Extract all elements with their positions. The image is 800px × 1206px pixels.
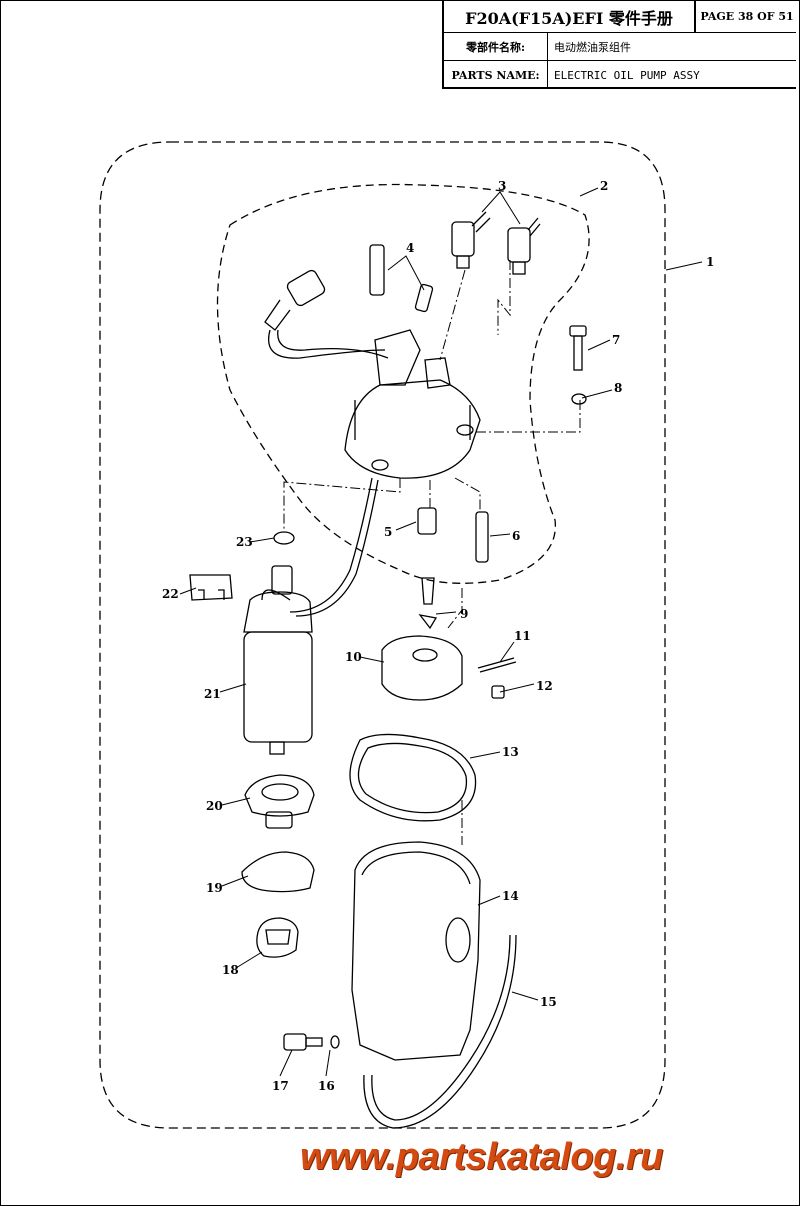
callout-2: 2 xyxy=(600,179,608,193)
subassembly-boundary-2 xyxy=(216,183,590,584)
callout-4: 4 xyxy=(406,241,414,255)
assembly-boundary-1 xyxy=(99,141,666,1129)
pump-head-2 xyxy=(344,329,481,479)
callout-numbers: 1 2 3 4 5 6 7 8 9 10 11 12 13 14 15 16 1… xyxy=(162,179,714,1093)
clip-22 xyxy=(189,574,233,601)
assembly-guide-lines xyxy=(283,260,581,845)
o-ring-16 xyxy=(330,1035,340,1049)
callout-18: 18 xyxy=(222,963,239,977)
pin-4b xyxy=(414,283,434,313)
callout-8: 8 xyxy=(614,381,622,395)
callout-5: 5 xyxy=(384,525,392,539)
callout-12: 12 xyxy=(536,679,553,693)
callout-1: 1 xyxy=(706,255,714,269)
callout-16: 16 xyxy=(318,1079,335,1093)
bushing-5 xyxy=(417,507,437,535)
title-row: F20A(F15A)EFI 零件手册 PAGE 38 OF 51 xyxy=(444,1,796,33)
callout-20: 20 xyxy=(206,799,223,813)
plate-19 xyxy=(241,851,315,893)
callout-leaders xyxy=(179,187,703,1077)
title-block: F20A(F15A)EFI 零件手册 PAGE 38 OF 51 零部件名称: … xyxy=(442,1,796,89)
o-ring-23 xyxy=(273,531,295,545)
callout-7: 7 xyxy=(612,333,620,347)
callout-17: 17 xyxy=(272,1079,289,1093)
hose-15 xyxy=(363,934,517,1129)
wire-harness-connector xyxy=(264,269,389,359)
watermark-url: www.partskatalog.ru xyxy=(300,1136,663,1178)
nut-12 xyxy=(491,685,505,699)
washer-8 xyxy=(571,393,587,405)
callout-13: 13 xyxy=(502,745,519,759)
callout-6: 6 xyxy=(512,529,520,543)
callout-15: 15 xyxy=(540,995,557,1009)
page-number: PAGE 38 OF 51 xyxy=(700,10,794,23)
rod-6 xyxy=(475,511,489,563)
bracket-20 xyxy=(244,774,315,829)
cup-10 xyxy=(381,635,463,701)
sensor-17 xyxy=(283,1033,323,1051)
filter-18 xyxy=(256,917,299,958)
parts-name-row: PARTS NAME: ELECTRIC OIL PUMP ASSY xyxy=(444,61,796,89)
parts-name-value: ELECTRIC OIL PUMP ASSY xyxy=(554,68,700,82)
cn-name-value: 电动燃油泵组件 xyxy=(554,40,631,54)
callout-14: 14 xyxy=(502,889,519,903)
valve-9 xyxy=(418,577,438,630)
callout-23: 23 xyxy=(236,535,253,549)
elbow-fitting-3 xyxy=(451,211,541,275)
motor-wire xyxy=(289,477,379,617)
model-title: F20A(F15A)EFI 零件手册 xyxy=(444,1,696,32)
callout-11: 11 xyxy=(514,629,531,643)
pump-motor-21 xyxy=(243,565,313,755)
callout-21: 21 xyxy=(204,687,221,701)
callout-9: 9 xyxy=(460,607,468,621)
callout-10: 10 xyxy=(345,650,362,664)
screw-7 xyxy=(569,325,587,371)
housing-14 xyxy=(351,841,481,1061)
cn-name-row: 零部件名称: 电动燃油泵组件 xyxy=(444,33,796,61)
callout-22: 22 xyxy=(162,587,179,601)
parts-name-label: PARTS NAME: xyxy=(444,61,548,89)
pin-11 xyxy=(477,657,517,673)
callout-3: 3 xyxy=(498,179,506,193)
cn-name-label: 零部件名称: xyxy=(444,33,548,60)
callout-19: 19 xyxy=(206,881,223,895)
pin-4a xyxy=(369,244,385,296)
gasket-13 xyxy=(349,733,477,822)
